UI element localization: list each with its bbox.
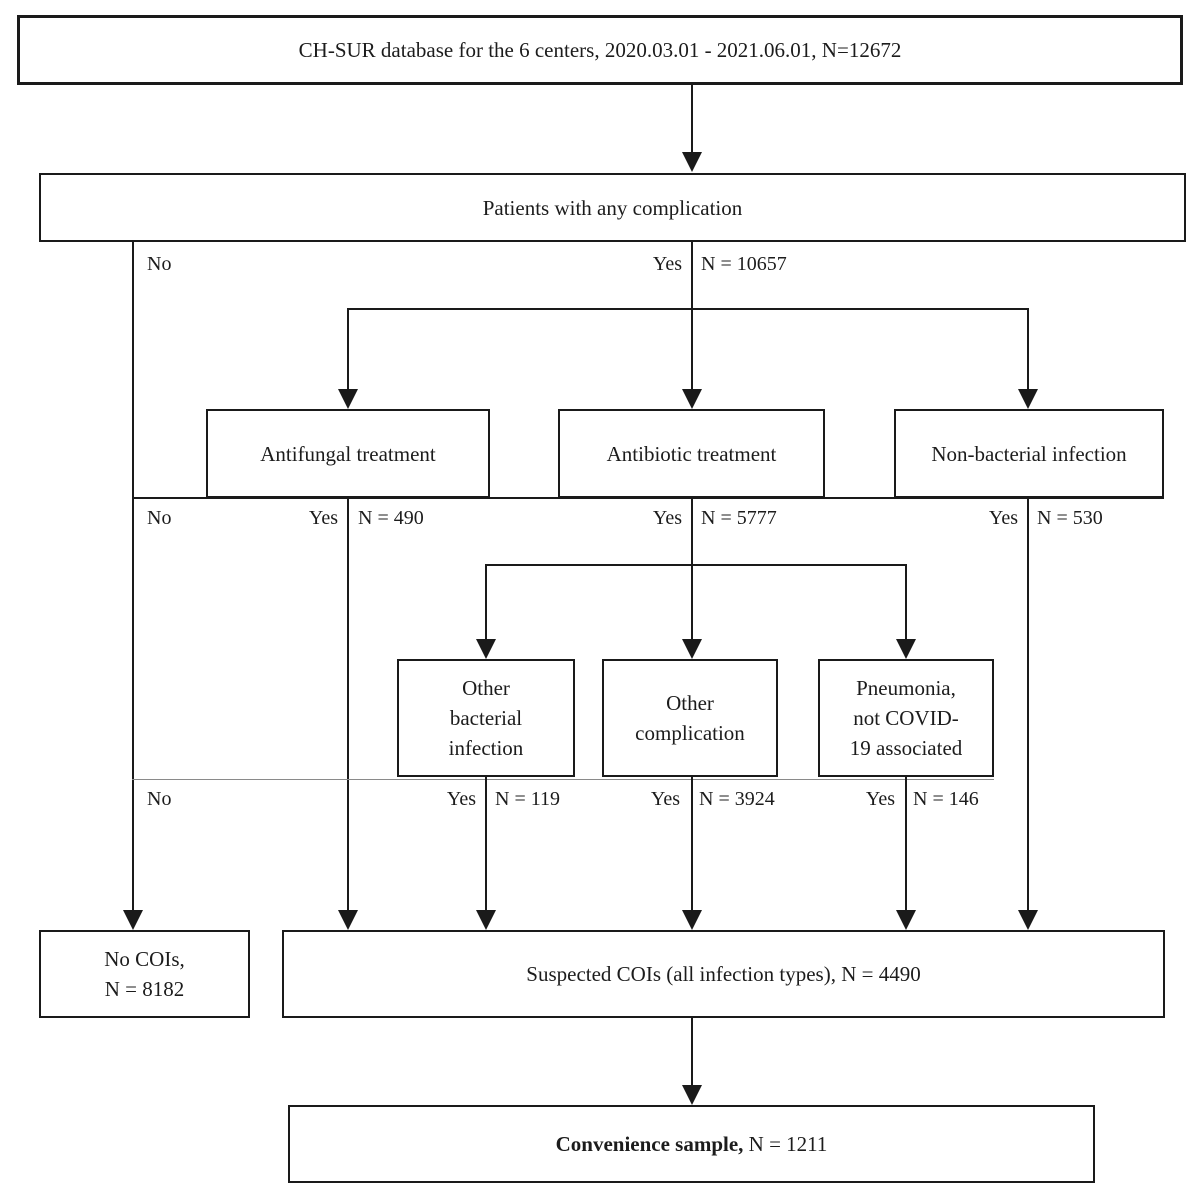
connector-branch-row2 [485,564,907,566]
arrow-down-icon [682,152,702,172]
arrow-down-icon [896,910,916,930]
connector-to-other-bacterial [485,564,487,642]
connector-pneumonia-yes [905,777,907,915]
node-pneumonia-line2: not COVID- [853,706,959,730]
node-no-cois-line1: No COIs, [104,947,185,971]
node-no-cois: No COIs, N = 8182 [39,930,250,1018]
node-non-bacterial-infection: Non-bacterial infection [894,409,1164,498]
arrow-down-icon [1018,910,1038,930]
node-other-complication-line2: complication [635,721,745,745]
node-patients-label: Patients with any complication [482,195,743,220]
edge-label-row2-no: No [147,788,172,810]
arrow-down-icon [338,910,358,930]
edge-label-other-complication-yes: Yes [650,788,680,810]
connector-patients-yes-stem [691,242,693,392]
node-convenience-sample-label: Convenience sample, N = 1211 [556,1129,828,1159]
edge-label-pneumonia-n: N = 146 [913,788,979,810]
connector-other-complication-yes [691,777,693,915]
connector-antifungal-yes [347,497,349,915]
arrow-down-icon [682,389,702,409]
connector-to-non-bacterial [1027,308,1029,392]
node-pneumonia-line3: 19 associated [849,736,963,760]
arrow-down-icon [682,639,702,659]
node-antibiotic-treatment: Antibiotic treatment [558,409,825,498]
node-other-complication-line1: Other [666,691,714,715]
node-other-bacterial-line2: bacterial [449,706,523,730]
arrow-down-icon [123,910,143,930]
connector-row1-baseline [132,497,1164,499]
arrow-down-icon [476,910,496,930]
arrow-down-icon [476,639,496,659]
edge-label-other-bacterial-yes: Yes [446,788,476,810]
edge-label-antibiotic-n: N = 5777 [701,507,777,529]
connector-database-patients [691,85,693,157]
connector-to-antifungal [347,308,349,392]
connector-other-bacterial-yes [485,777,487,915]
edge-label-patients-no: No [147,253,172,275]
edge-label-patients-yes: Yes [652,253,682,275]
edge-label-non-bacterial-yes: Yes [988,507,1018,529]
edge-label-non-bacterial-n: N = 530 [1037,507,1103,529]
node-convenience-sample: Convenience sample, N = 1211 [288,1105,1095,1183]
node-non-bacterial-label: Non-bacterial infection [931,441,1127,466]
arrow-down-icon [1018,389,1038,409]
connector-to-pneumonia [905,564,907,642]
node-pneumonia-line1: Pneumonia, [856,676,956,700]
connector-row2-baseline [132,779,994,780]
node-database: CH-SUR database for the 6 centers, 2020.… [17,15,1183,85]
connector-branch-row1 [347,308,1029,310]
node-other-bacterial-line1: Other [462,676,510,700]
node-no-cois-line2: N = 8182 [104,977,185,1001]
node-antifungal-treatment: Antifungal treatment [206,409,490,498]
node-suspected-cois-label: Suspected COIs (all infection types), N … [526,962,921,986]
node-patients-any-complication: Patients with any complication [39,173,1186,242]
arrow-down-icon [338,389,358,409]
edge-label-antifungal-yes: Yes [308,507,338,529]
node-convenience-rest-text: N = 1211 [743,1132,828,1156]
connector-no-branch [132,242,134,915]
node-convenience-bold-text: Convenience sample, [555,1132,744,1156]
arrow-down-icon [682,910,702,930]
arrow-down-icon [896,639,916,659]
edge-label-row1-no: No [147,507,172,529]
edge-label-pneumonia-yes: Yes [865,788,895,810]
node-suspected-cois: Suspected COIs (all infection types), N … [282,930,1165,1018]
node-antibiotic-label: Antibiotic treatment [606,441,777,466]
node-other-bacterial-line3: infection [448,736,524,760]
node-other-bacterial-infection: Other bacterial infection [397,659,575,777]
edge-label-other-bacterial-n: N = 119 [495,788,560,810]
edge-label-antifungal-n: N = 490 [358,507,424,529]
edge-label-antibiotic-yes: Yes [652,507,682,529]
connector-non-bacterial-yes [1027,497,1029,915]
connector-antibiotic-yes-stem [691,497,693,647]
edge-label-other-complication-n: N = 3924 [699,788,775,810]
edge-label-patients-n: N = 10657 [701,253,787,275]
node-pneumonia-not-covid: Pneumonia, not COVID- 19 associated [818,659,994,777]
connector-suspected-convenience [691,1018,693,1087]
node-antifungal-label: Antifungal treatment [260,441,436,466]
node-other-complication: Other complication [602,659,778,777]
node-database-label: CH-SUR database for the 6 centers, 2020.… [298,38,902,62]
arrow-down-icon [682,1085,702,1105]
